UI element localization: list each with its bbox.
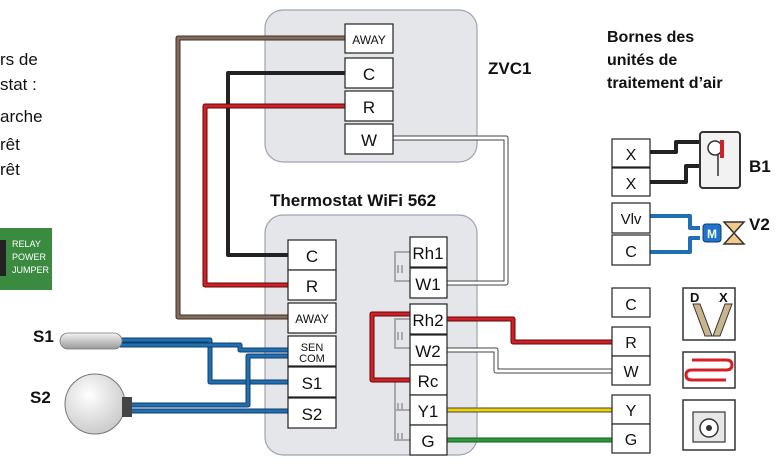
thermostat-label: Thermostat WiFi 562: [270, 191, 436, 210]
thermostat-right-terminals: Rh1 W1 Rh2 W2 Rc Y1 G: [409, 236, 448, 456]
air-handler-lower-terminals: C R W Y G: [611, 287, 651, 454]
air-handler-upper-terminals: X X Vlv C: [611, 138, 651, 266]
sensor-s2-label: S2: [30, 388, 51, 407]
thermo-label-away: AWAY: [295, 312, 329, 326]
b1-label: B1: [749, 157, 771, 176]
note-line-2: stat :: [0, 75, 37, 94]
v2-valve: M V2: [702, 215, 770, 245]
heating-element-icon: [682, 351, 736, 389]
ah-lower-label-y: Y: [626, 403, 637, 420]
zvc1-label-c: C: [363, 65, 375, 84]
air-handler-title: Bornes des unités de traitement d’air: [607, 29, 723, 92]
sensor-s1: S1: [33, 327, 123, 350]
zvc1-label-w: W: [361, 131, 377, 150]
ah-lower-label-r: R: [625, 335, 637, 352]
note-line-3: arche: [0, 107, 43, 126]
damper-label-x: X: [719, 290, 728, 305]
internal-jumpers: [394, 251, 410, 441]
sensor-s1-label: S1: [33, 327, 54, 346]
thermo-label-y1: Y1: [418, 402, 439, 421]
air-handler-title-line-1: Bornes des: [607, 29, 694, 46]
air-handler-title-line-3: traitement d’air: [607, 75, 723, 92]
ah-lower-label-c: C: [625, 297, 637, 314]
relay-line-1: RELAY: [12, 239, 41, 249]
thermo-label-rh1: Rh1: [412, 244, 443, 263]
zvc1-label: ZVC1: [488, 59, 531, 78]
damper-label-d: D: [690, 290, 699, 305]
ah-lower-label-w: W: [623, 364, 639, 381]
zvc1-terminal-w: [344, 123, 394, 155]
ah-upper-label-x2: X: [626, 176, 637, 193]
thermo-label-s2: S2: [302, 405, 323, 424]
relay-board: RELAY POWER JUMPER: [0, 228, 52, 290]
thermo-label-g: G: [421, 432, 434, 451]
motor-letter: M: [707, 227, 717, 241]
thermo-label-w2: W2: [415, 342, 441, 361]
relay-line-3: JUMPER: [12, 265, 50, 275]
damper-icon: D X: [682, 287, 736, 341]
left-notes: rs de stat : arche rêt rêt: [0, 50, 43, 179]
thermo-label-rh2: Rh2: [412, 311, 443, 330]
note-line-4: rêt: [0, 135, 20, 154]
thermo-label-w1: W1: [415, 275, 441, 294]
v2-label: V2: [749, 215, 770, 234]
thermo-label-c: C: [306, 247, 318, 266]
zvc1-terminal-away: [344, 23, 394, 54]
ah-upper-label-vlv: Vlv: [621, 211, 642, 228]
thermo-label-s1: S1: [302, 374, 323, 393]
zvc1-terminal-c: [344, 57, 394, 89]
b1-device: B1: [699, 131, 771, 189]
zvc1-label-away: AWAY: [352, 33, 386, 47]
fan-icon: [682, 399, 736, 451]
ah-lower-label-g: G: [625, 432, 637, 449]
zvc1-label-r: R: [363, 98, 375, 117]
sensor-s2: S2: [30, 373, 132, 435]
ah-upper-label-x1: X: [626, 147, 637, 164]
relay-line-2: POWER: [12, 252, 47, 262]
zvc1-terminals: AWAY C R W: [344, 23, 394, 155]
note-line-1: rs de: [0, 50, 38, 69]
zvc1-terminal-r: [344, 90, 394, 122]
thermo-label-rc: Rc: [418, 372, 439, 391]
note-line-5: rêt: [0, 160, 20, 179]
air-handler-title-line-2: unités de: [607, 52, 677, 69]
thermo-label-r: R: [306, 277, 318, 296]
ah-upper-label-c: C: [625, 244, 637, 261]
wires: [120, 35, 700, 443]
